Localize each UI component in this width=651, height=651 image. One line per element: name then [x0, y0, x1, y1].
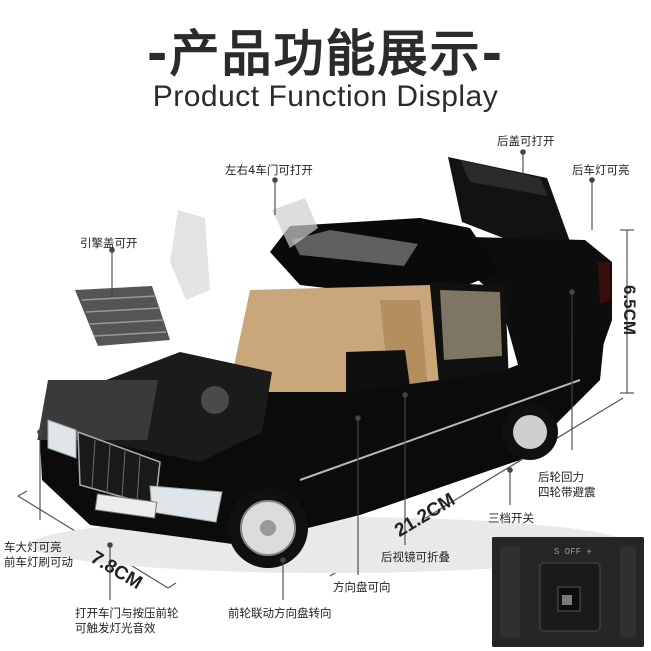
- callout-headlight-line2: 前车灯刷可动: [4, 555, 73, 569]
- callout-open-door-press: 打开车门与按压前轮 可触发灯光音效: [75, 606, 179, 636]
- callout-lines: [39, 152, 593, 600]
- switch-slider: [562, 595, 572, 605]
- switch-closeup-graphic: [492, 537, 644, 647]
- switch-label-text: S OFF ✈: [554, 547, 592, 557]
- callout-headlight-line1: 车大灯可亮: [4, 540, 62, 554]
- chrome-trim: [299, 379, 581, 481]
- callout-mirror: 后视镜可折叠: [381, 550, 450, 564]
- switch-closeup-inset: S OFF ✈: [492, 537, 644, 647]
- license-plate: [94, 493, 158, 519]
- callout-hood: 引擎盖可开: [80, 236, 138, 250]
- callout-trunk: 后盖可打开: [497, 134, 555, 148]
- callout-rear-wheel: 后轮回力 四轮带避震: [538, 470, 596, 500]
- callout-tail-light: 后车灯可亮: [572, 163, 630, 177]
- front-left-door-up: [170, 210, 210, 300]
- callout-headlight: 车大灯可亮 前车灯刷可动: [4, 540, 73, 570]
- callout-front-wheel-steer: 前轮联动方向盘转向: [228, 606, 332, 620]
- callout-steering-wheel: 方向盘可向: [333, 580, 391, 594]
- callout-open-door-press-line1: 打开车门与按压前轮: [75, 606, 179, 620]
- page-title-cn: -产品功能展示-: [146, 25, 505, 83]
- page-title-en: Product Function Display: [152, 80, 499, 113]
- callout-open-door-press-line2: 可触发灯光音效: [75, 621, 156, 635]
- hood-grille: [75, 286, 170, 346]
- rear-left-door-up: [272, 198, 318, 248]
- headlight-left: [47, 419, 77, 459]
- callout-doors: 左右4车门可打开: [225, 163, 313, 177]
- callout-dots: [37, 149, 595, 563]
- dimension-height: 6.5CM: [620, 284, 640, 336]
- tail-light-shape: [598, 262, 611, 304]
- callout-rear-wheel-line2: 四轮带避震: [538, 485, 596, 499]
- callout-rear-wheel-line1: 后轮回力: [538, 470, 584, 484]
- callout-switch: 三档开关: [488, 511, 534, 525]
- sunroof: [292, 230, 418, 266]
